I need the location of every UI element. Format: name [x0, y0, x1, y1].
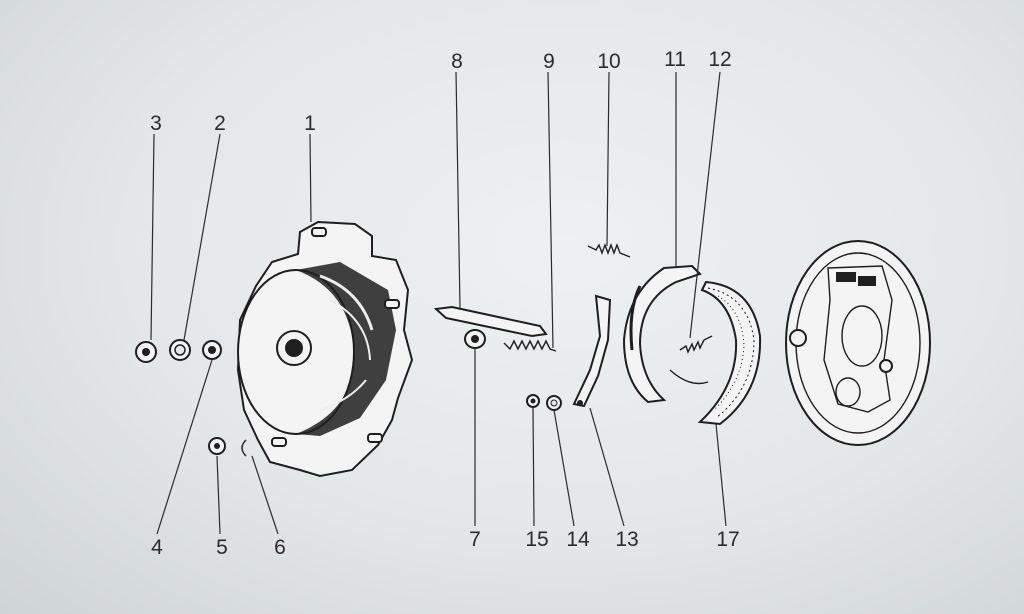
- part-clip-6: [241, 439, 247, 457]
- part-washer-14: [546, 395, 562, 411]
- callout-6: 6: [274, 536, 286, 559]
- part-nut-5: [208, 437, 226, 455]
- leader-lines: [150, 71, 727, 535]
- callout-2: 2: [214, 112, 226, 135]
- part-lever-13: [572, 294, 612, 408]
- callout-3: 3: [150, 112, 162, 135]
- callout-9: 9: [543, 50, 555, 73]
- part-brake-shoe-11: [622, 264, 702, 404]
- callout-7: 7: [469, 528, 481, 551]
- callout-labels: 1 2 3 4 5 6 7 8 9 10 11 12 13 14 15 17: [150, 48, 740, 559]
- part-strut-8: [433, 305, 548, 338]
- callout-10: 10: [597, 50, 620, 73]
- part-bushing-7: [464, 329, 486, 349]
- part-nut-3: [135, 341, 157, 363]
- part-backing-plate: [785, 240, 931, 446]
- part-spring-12: [679, 335, 713, 354]
- part-nut-15: [526, 394, 540, 408]
- callout-13: 13: [615, 528, 638, 551]
- callout-11: 11: [664, 48, 686, 71]
- callout-17: 17: [716, 528, 739, 551]
- callout-4: 4: [151, 536, 163, 559]
- callout-5: 5: [216, 536, 228, 559]
- callout-8: 8: [451, 50, 463, 73]
- part-brake-drum: [236, 220, 414, 478]
- part-washer-2: [169, 339, 191, 361]
- part-spring-10: [587, 243, 631, 258]
- callout-12: 12: [708, 48, 731, 71]
- part-washer-4: [202, 340, 222, 360]
- callout-14: 14: [566, 528, 590, 551]
- callout-15: 15: [525, 528, 548, 551]
- part-brake-shoe-17: [669, 280, 762, 426]
- part-spring-9: [503, 339, 557, 352]
- callout-1: 1: [304, 112, 316, 135]
